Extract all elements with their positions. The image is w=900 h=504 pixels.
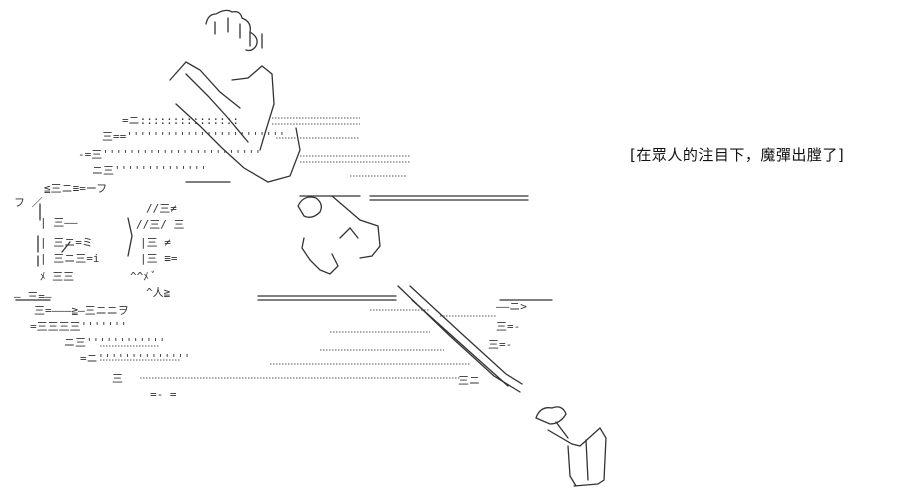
art-fragment: 三==''''''''''''''''''''''''	[102, 130, 285, 143]
fist-top	[205, 9, 258, 52]
left-bar	[127, 217, 133, 257]
art-lines	[15, 9, 607, 487]
art-fragment: 三=―――≧―三ニニヲ	[34, 304, 129, 317]
casing-lines	[555, 421, 589, 481]
art-fragment: | 三――	[40, 216, 78, 229]
casing-left	[567, 445, 577, 487]
speed-dotted-lines	[100, 117, 496, 379]
art-fragment: ≦三ニ≡=ーフ	[44, 182, 107, 195]
art-fragment: 三=-	[496, 320, 520, 333]
art-fragment: =三三三三'''''''	[30, 320, 127, 333]
arm-cuff	[231, 65, 263, 81]
art-fragment: フ ／	[14, 196, 43, 209]
arm-inner-edge	[185, 73, 249, 143]
art-fragment: //三/ 三	[136, 218, 185, 231]
arm-lower-edge	[175, 103, 301, 183]
bullet-streak-2	[409, 285, 523, 385]
bullet-streak-3	[411, 299, 509, 387]
arm-left-edge	[169, 61, 241, 109]
art-fragment: | 三ニ三=i	[40, 252, 100, 265]
art-fragment: //三≠	[146, 202, 177, 215]
fist-knuckle-lines	[214, 17, 263, 49]
hand-outline	[297, 196, 322, 218]
arm-right-edge	[259, 65, 275, 151]
left-slash	[61, 241, 71, 253]
art-fragment: 三	[112, 372, 123, 385]
casing-top	[535, 406, 567, 425]
art-fragment: ― 三=―	[14, 290, 52, 303]
art-fragment: | 三ニ=ミ	[40, 236, 93, 249]
art-fragment: 三=-	[488, 338, 512, 351]
art-text: =ニ::::::::::::::: 三=='''''''''''''''''''…	[14, 114, 527, 401]
art-fragment: ^人≧	[146, 286, 171, 299]
art-fragment: ニ三''''''''''''	[64, 336, 165, 349]
art-fragment: |三 ≠	[140, 236, 171, 249]
art-fragment: ――ニ>	[496, 300, 527, 313]
art-fragment: -=三''''''''''''''''''''''''	[78, 148, 261, 161]
hand-thumb	[301, 237, 339, 275]
caption-text: [在眾人的注目下，魔彈出膛了]	[630, 146, 845, 164]
art-fragment: ﾒ 三三	[40, 270, 74, 283]
art-fragment: ^^ﾒ ﾞ	[130, 270, 157, 283]
art-fragment: =ニ:::::::::::::::	[122, 114, 239, 127]
art-fragment: =ニ''''''''''''''	[80, 352, 190, 365]
art-fragment: ニ三''''''''''''''	[92, 164, 207, 177]
casing-body	[547, 426, 607, 487]
art-fragment: |三 ≡=	[140, 252, 178, 265]
art-fragment: =- =	[150, 388, 177, 401]
hand-fingers	[331, 195, 381, 259]
hand-detail	[339, 227, 359, 239]
art-fragment: 三ニ	[458, 374, 480, 387]
